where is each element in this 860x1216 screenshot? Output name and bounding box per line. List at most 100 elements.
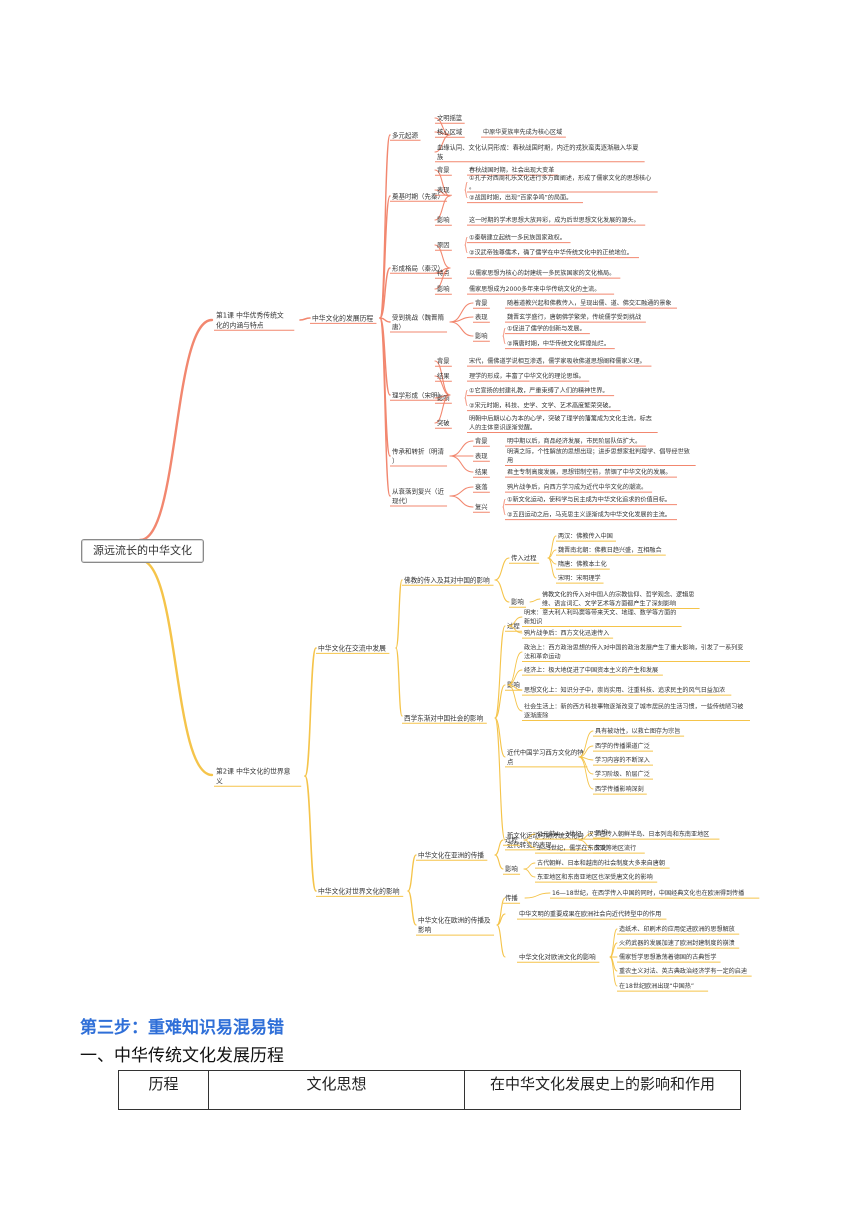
aspect-node: 特点 (437, 268, 450, 277)
lesson-node: 义 (216, 777, 223, 785)
branch-connector (449, 440, 474, 457)
aspect-node: 原因 (437, 241, 450, 249)
branch-connector (494, 579, 510, 603)
aspect-node: 结果 (437, 371, 450, 380)
subtopic-node: 影响 (418, 925, 432, 934)
detail-node: 经济上：极大地促进了中国资本主义的产生和发展 (524, 666, 658, 674)
detail-node: 具有被动性，以救亡图存为宗旨 (595, 727, 680, 735)
detail-node: 明末：意大利人利玛窦等带来天文、地理、数学等方面的 (524, 609, 676, 617)
detail-node: 魏晋南北朝：佛教日趋兴盛，互相融合 (558, 546, 662, 554)
detail-node: 思想 (595, 829, 607, 837)
detail-node: 魏晋玄学盛行，唐朝佛学繁荣，传统儒学受到挑战 (507, 313, 641, 321)
aspect-node: 结果 (475, 467, 488, 476)
detail-node: 文化 (595, 844, 607, 852)
branch-connector (494, 557, 510, 581)
topic-node: 中华文化在交流中发展 (318, 643, 386, 652)
aspect-node: 新文化运动时期传统文化向 (507, 831, 584, 840)
subtopic-node: 中华文化在欧洲的传播及 (418, 916, 491, 925)
detail-node: 逐渐废除 (524, 712, 548, 720)
aspect-node: 文明摇篮 (437, 113, 462, 122)
branch-connector (464, 182, 468, 191)
detail-node: ②五四运动之后，马克思主义逐渐成为中华文化发展的主流。 (507, 511, 671, 519)
detail-node: 重农主义对法、英古典政治经济学有一定的启迪 (619, 967, 747, 975)
section-heading: 一、中华传统文化发展历程 (80, 1046, 284, 1066)
detail-node: 维、语言词汇、文学艺术等方面都产生了深刻影响 (542, 600, 676, 608)
detail-node: 公元前4—3世纪，汉字已传入朝鲜半岛、日本列岛和东南亚地区 (537, 830, 709, 838)
branch-connector (578, 839, 594, 849)
detail-node: 西学的传播渠道广泛 (595, 742, 650, 750)
branch-connector (379, 317, 391, 497)
branch-connector (464, 390, 468, 399)
detail-node: 鸦片战争后：西方文化迅速传入 (524, 629, 609, 637)
detail-node: 在18世纪欧洲出现“中国热” (619, 982, 694, 990)
stage-node: 形成格局（秦汉） (392, 263, 444, 272)
aspect-node: 传入过程 (511, 553, 537, 562)
branch-connector (578, 756, 594, 790)
branch-connector (138, 558, 214, 777)
detail-node: 隋唐：佛教本土化 (558, 560, 607, 568)
branch-connector (494, 625, 506, 719)
detail-node: 社会生活上：新的西方科技事物逐渐改变了城市居民的生活习惯，一些传统陋习被 (524, 703, 743, 711)
detail-node: 宋明：宋明理学 (558, 574, 601, 582)
aspect-node: 族 (437, 152, 444, 161)
detail-node: ①它宣扬的封建礼教，严重束缚了人们的精神世界。 (469, 387, 609, 395)
branch-connector (299, 317, 311, 321)
aspect-node: 影响 (437, 284, 450, 293)
branch-connector (449, 495, 474, 508)
detail-node: 学习阶级、阶层广泛 (595, 770, 650, 778)
aspect-node: 复兴 (475, 502, 488, 511)
detail-node: 明清之际，个性解放的思想出现；进步思想家批判理学、倡导经世致 (507, 448, 690, 456)
detail-node: 火药武器的发展加速了欧洲封建制度的崩溃 (619, 939, 735, 947)
branch-connector (449, 321, 474, 337)
detail-node: 以儒家思想为核心的封建统一多民族国家的文化格局。 (469, 269, 615, 277)
branch-connector (524, 892, 551, 899)
aspect-node: 影响 (437, 215, 450, 224)
stage-node: 多元起源 (392, 130, 419, 139)
branch-connector (379, 195, 391, 319)
table-header-cell: 历程 (118, 1070, 209, 1110)
detail-node: 。 (469, 184, 475, 191)
detail-node: ②汉武帝独尊儒术，确了儒学在中华传统文化中的正统地位。 (469, 249, 633, 257)
detail-node: 3—5世纪，儒学在东南亚等地区流行 (537, 844, 636, 852)
branch-connector (464, 244, 468, 253)
stage-node: 现代） (392, 496, 412, 505)
detail-node: 用 (507, 458, 513, 465)
branch-connector (138, 318, 214, 542)
stage-node: 理学形成（宋明） (392, 390, 444, 399)
table-header-row: 历程 文化思想 在中华文化发展史上的影响和作用 (118, 1070, 741, 1110)
branch-connector (434, 195, 451, 221)
topic-node: 中华文化的发展历程 (312, 313, 373, 322)
aspect-node: 过程 (507, 621, 520, 630)
detail-node: ①秦朝建立起统一多民族国家政权。 (469, 234, 566, 242)
aspect-node: 背景 (437, 165, 450, 174)
branch-connector (304, 647, 317, 777)
detail-node: 16—18世纪，在西学传入中国的同时，中国经典文化也在欧洲得到传播 (552, 889, 744, 897)
aspect-node: 影响 (507, 680, 520, 689)
aspect-node: 核心区域 (437, 127, 463, 136)
branch-connector (502, 499, 506, 508)
aspect-node: 影响 (437, 393, 450, 402)
detail-node: ②宋元时期，科技、史学、文学、艺术高度繁荣突破。 (469, 402, 615, 410)
subtopic-node: 佛教的传入及其对中国的影响 (404, 575, 490, 584)
stage-node: ） (392, 457, 399, 465)
stage-node: 唐） (392, 322, 405, 331)
lesson-node: 第2课 中华文化的世界意 (216, 766, 291, 775)
aspect-node: 表现 (475, 451, 488, 460)
aspect-node: 近代中国学习西方文化的特 (507, 748, 584, 757)
branch-connector (464, 189, 468, 198)
branch-connector (494, 854, 504, 870)
mindmap-root-node: 源远流长的中华文化 (81, 539, 204, 563)
branch-connector (547, 557, 557, 579)
branch-connector (507, 684, 523, 712)
aspect-node: 影响 (475, 331, 488, 340)
aspect-node: 背景 (475, 298, 488, 307)
detail-node: 法和革命运动 (524, 653, 561, 661)
mind-map: 第1课 中华优秀传统文化的内涵与特点中华文化的发展历程多元起源文明摇篮核心区域中… (138, 113, 760, 992)
subtopic-node: 西学东渐对中国社会的影响 (404, 713, 484, 722)
aspect-node: 传播 (505, 893, 518, 902)
branch-connector (494, 717, 506, 841)
topic-node: 中华文化对世界文化的影响 (318, 886, 400, 895)
lesson-node: 第1课 中华优秀传统文 (216, 310, 284, 319)
detail-node: 君主专制高度发展，思想钳制空前，禁锢了中华文化的发展。 (507, 468, 672, 476)
branch-connector (464, 397, 468, 406)
